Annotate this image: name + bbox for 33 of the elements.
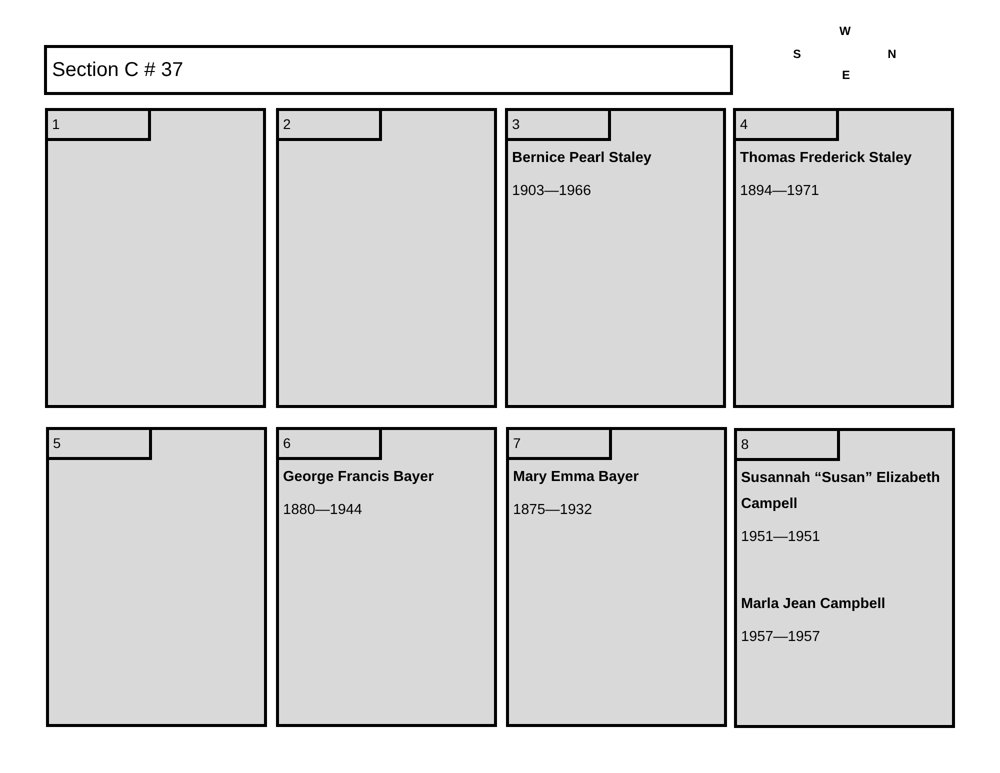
grave-plot: [276, 108, 497, 408]
plot-number-tab: 3: [508, 111, 611, 141]
person-name: Bernice Pearl Staley: [512, 149, 652, 168]
person-name: Thomas Frederick Staley: [740, 149, 912, 168]
plot-number-tab: 8: [737, 431, 840, 461]
section-title: Section C # 37: [44, 45, 733, 95]
grave-plot: [276, 427, 497, 727]
life-dates: 1957—1957: [741, 628, 820, 647]
plot-number-tab: 4: [736, 111, 839, 141]
grave-plot: [505, 108, 726, 408]
person-name: Mary Emma Bayer: [513, 468, 639, 487]
grave-plot: [733, 108, 954, 408]
plot-number-tab: 2: [279, 111, 382, 141]
plot-number-tab: 5: [49, 430, 152, 460]
plot-number-tab: 7: [509, 430, 612, 460]
life-dates: 1880—1944: [283, 501, 362, 520]
grave-plot: [734, 428, 955, 728]
person-name: Marla Jean Campbell: [741, 595, 886, 614]
plot-number-tab: 6: [279, 430, 382, 460]
life-dates: 1875—1932: [513, 501, 592, 520]
compass-letter: S: [793, 47, 801, 61]
person-name: Susannah “Susan” Elizabeth Campell: [741, 469, 942, 514]
life-dates: 1903—1966: [512, 182, 592, 201]
grave-plot: [506, 427, 727, 727]
grave-plot: [46, 427, 267, 727]
plot-number-tab: 1: [48, 111, 151, 141]
life-dates: 1894—1971: [740, 182, 820, 201]
grave-plot: [45, 108, 266, 408]
compass-letter: E: [842, 68, 850, 82]
compass-letter: W: [839, 24, 851, 38]
compass-letter: N: [888, 47, 896, 61]
person-name: George Francis Bayer: [283, 468, 434, 487]
life-dates: 1951—1951: [741, 528, 820, 547]
